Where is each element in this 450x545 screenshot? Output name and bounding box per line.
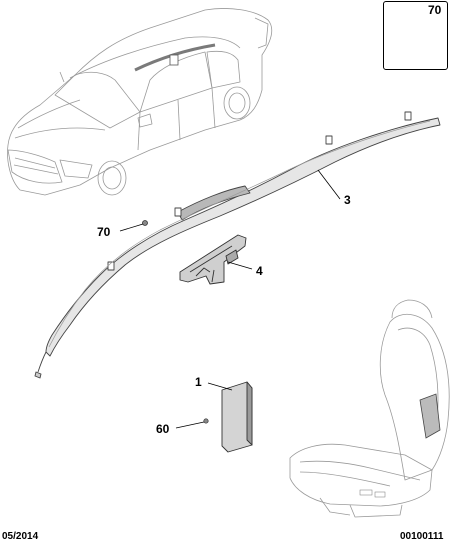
footer-date: 05/2014 (2, 531, 39, 542)
curtain-airbag (34, 111, 441, 379)
callout-4: 4 (256, 264, 263, 278)
car-illustration (7, 8, 273, 196)
seat-illustration (289, 299, 450, 518)
footer-diagram-code: 00100111 (400, 531, 444, 542)
screw-60 (203, 418, 209, 424)
callout-70-bracket: 70 (97, 225, 111, 239)
seat-tag-2 (374, 491, 386, 498)
airbag-module (221, 381, 253, 453)
small-bolt (142, 220, 148, 226)
curtain-inner-line (48, 120, 431, 348)
callout-3: 3 (344, 193, 351, 207)
seat-side-airbag (419, 393, 441, 439)
callout-1: 1 (195, 375, 202, 389)
leader-lines (119, 169, 341, 429)
seat-tag (359, 489, 373, 496)
callout-60: 60 (156, 422, 170, 436)
bracket (179, 234, 247, 285)
callout-70-inset: 70 (428, 3, 442, 17)
bolt-inset-box (383, 1, 448, 70)
car-airbag-clip (169, 54, 179, 66)
